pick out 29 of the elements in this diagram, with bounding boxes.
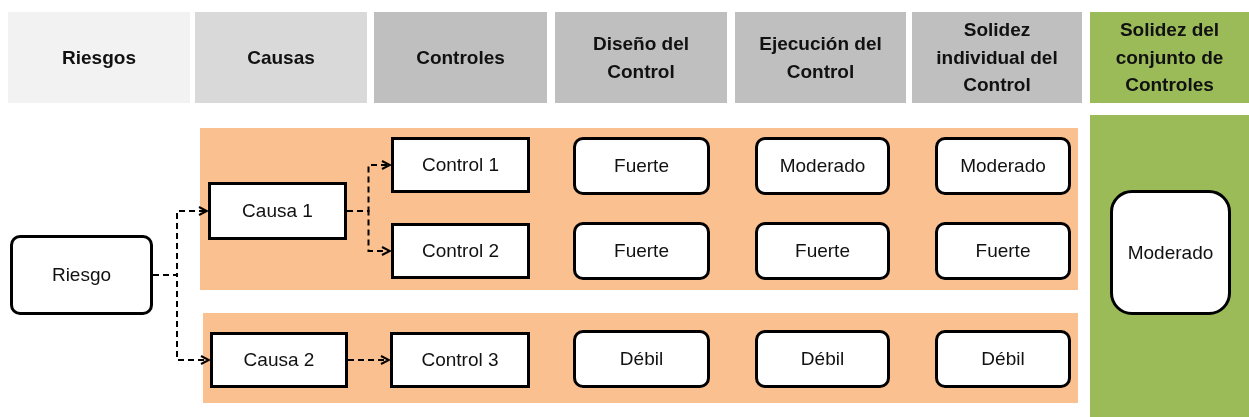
rating-box: Débil — [935, 330, 1071, 388]
rating-box: Moderado — [1110, 190, 1231, 315]
column-header: Solidez individual del Control — [912, 12, 1082, 103]
cause-box: Causa 1 — [208, 182, 347, 240]
rating-box: Fuerte — [573, 137, 710, 195]
rating-box: Débil — [573, 330, 710, 388]
control-box: Control 1 — [391, 137, 530, 193]
arrow — [347, 355, 390, 365]
rating-box: Moderado — [755, 137, 890, 195]
column-header: Solidez del conjunto de Controles — [1090, 12, 1249, 103]
column-header: Controles — [374, 12, 547, 103]
column-header: Causas — [195, 12, 367, 103]
column-header: Diseño del Control — [555, 12, 727, 103]
control-box: Control 2 — [391, 223, 530, 279]
cause-box: Causa 2 — [210, 332, 348, 388]
column-panel — [1090, 115, 1249, 417]
column-header: Ejecución del Control — [735, 12, 906, 103]
rating-box: Fuerte — [935, 222, 1071, 280]
column-header: Riesgos — [8, 12, 190, 103]
risk-box: Riesgo — [10, 235, 153, 315]
highlight-band — [200, 128, 1078, 290]
rating-box: Débil — [755, 330, 890, 388]
rating-box: Moderado — [935, 137, 1071, 195]
rating-box: Fuerte — [755, 222, 890, 280]
arrow — [346, 210, 391, 256]
control-box: Control 3 — [390, 332, 530, 388]
rating-box: Fuerte — [573, 222, 710, 280]
highlight-band — [203, 313, 1078, 403]
arrow — [152, 274, 210, 365]
